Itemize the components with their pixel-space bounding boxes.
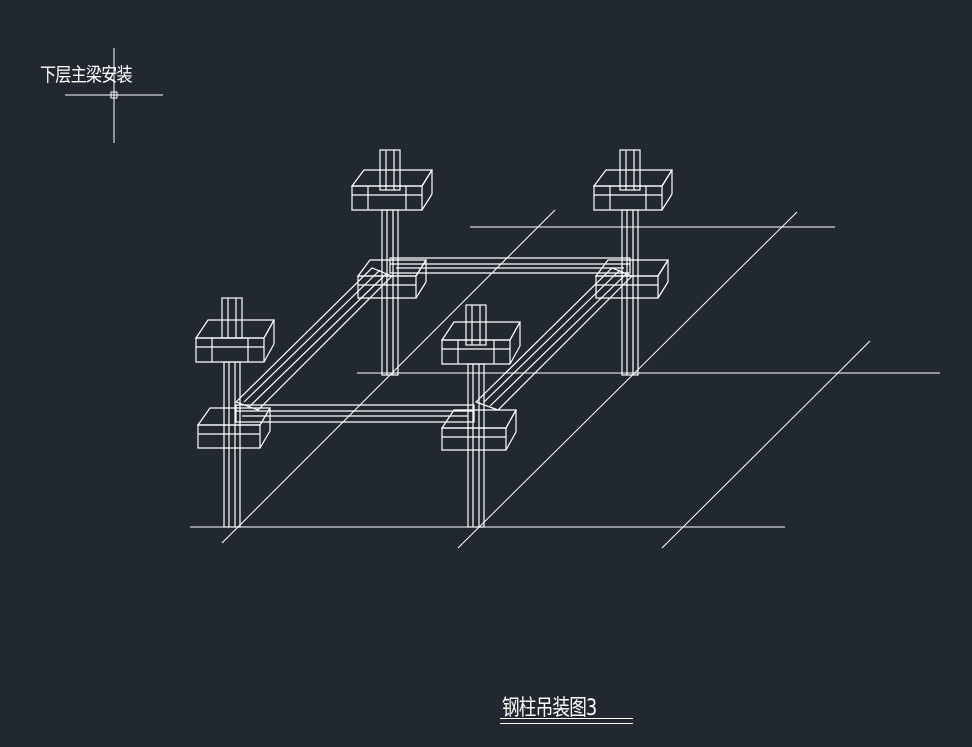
ground-grid-lines — [190, 209, 940, 549]
crosshair-cursor-icon — [65, 48, 163, 143]
steel-column-back-left — [350, 149, 434, 376]
steel-column-front-left — [194, 297, 276, 528]
steel-column-back-right — [592, 149, 674, 376]
steel-beams — [234, 257, 634, 423]
drawing-step-label: 下层主梁安装 — [40, 64, 133, 86]
caption-underline — [500, 718, 633, 719]
drawing-caption: 钢柱吊装图3 — [502, 696, 597, 721]
caption-underline — [500, 723, 633, 724]
steel-column-front-right — [440, 304, 522, 528]
